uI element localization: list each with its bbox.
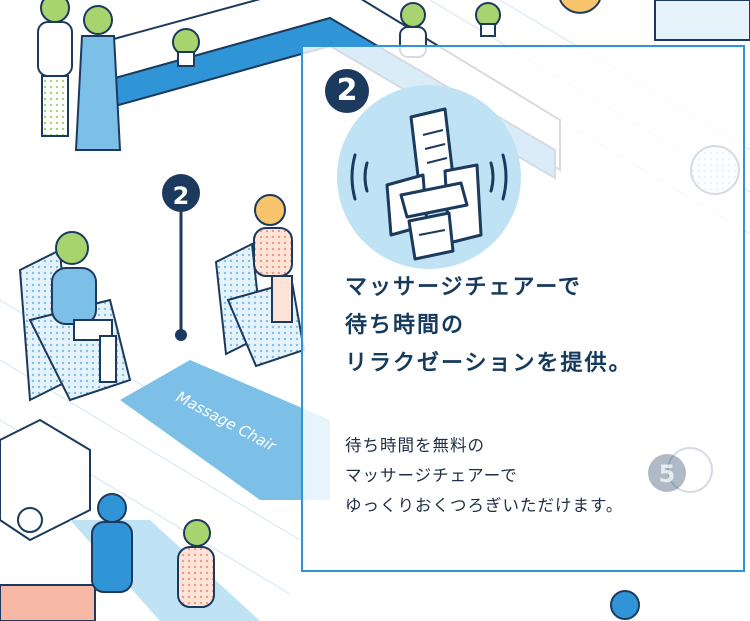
scene-marker-5: 5 bbox=[648, 454, 686, 492]
staff-figures bbox=[37, 0, 427, 151]
panel-description-line: マッサージチェアーで bbox=[345, 466, 518, 485]
feature-panel: 2 マッサージチェアーで 待ち時間の リラクゼーションを提供。 待ち時間を無料の… bbox=[301, 45, 745, 572]
parked-car bbox=[0, 418, 91, 542]
panel-title: マッサージチェアーで 待ち時間の リラクゼーションを提供。 bbox=[345, 269, 735, 383]
scene-marker-5-label: 5 bbox=[659, 460, 676, 488]
panel-title-line: 待ち時間の bbox=[345, 313, 466, 338]
massage-zone: Massage Chair bbox=[120, 360, 330, 500]
massage-chair-left bbox=[18, 231, 132, 402]
plant-decoration bbox=[172, 2, 501, 67]
icon-area bbox=[327, 75, 527, 275]
step-number-badge: 2 bbox=[325, 69, 369, 113]
panel-description-line: ゆっくりおくつろぎいただけます。 bbox=[345, 496, 624, 515]
panel-description: 待ち時間を無料の マッサージチェアーで ゆっくりおくつろぎいただけます。 bbox=[345, 431, 740, 521]
walking-figures bbox=[91, 493, 215, 608]
panel-description-line: 待ち時間を無料の bbox=[345, 436, 485, 455]
massage-chair-icon bbox=[337, 85, 521, 269]
scene-marker-2-label: 2 bbox=[173, 182, 190, 210]
panel-title-line: マッサージチェアーで bbox=[345, 275, 582, 300]
scene-marker-2: 2 bbox=[162, 174, 200, 341]
panel-title-line: リラクゼーションを提供。 bbox=[345, 351, 633, 376]
massage-chair-right bbox=[214, 194, 306, 368]
